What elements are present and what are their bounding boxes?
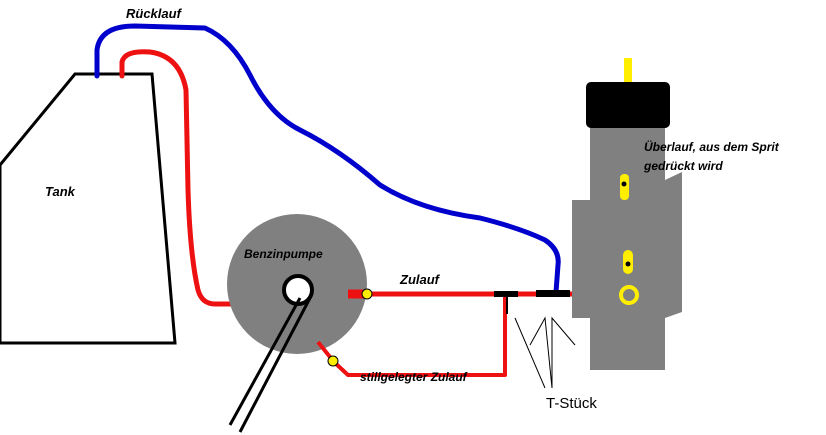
t-stueck-label: T-Stück [546,395,597,412]
ueberlauf-label-line1: Überlauf, aus dem Sprit [644,139,780,154]
disabled-feed-fitting [327,355,339,367]
t-stueck-pointer-left [514,317,546,389]
inlet-fitting [619,285,639,305]
pump-lever-1 [228,297,302,426]
stillgelegter-zulauf-label: stillgelegter Zulauf [360,370,468,384]
pump-outlet-fitting [361,288,373,300]
overflow-fitting-dot [621,181,627,187]
return-fitting-dot [625,261,631,267]
tank-outline [0,72,177,345]
zulauf-label: Zulauf [399,272,441,287]
t-stueck-pointer-right [551,316,576,388]
carburetor-cap [586,82,670,128]
benzinpumpe-label: Benzinpumpe [244,247,323,261]
return-line [94,23,561,295]
carburetor-top-stub [624,58,632,82]
overflow-fitting [620,174,629,200]
tank-label: Tank [45,184,76,199]
tank-to-pump-line [119,49,235,307]
t-stueck-pointer-mid [529,316,553,389]
disabled-feed-line [316,294,507,377]
ueberlauf-label-line2: gedrückt wird [643,159,723,173]
ruecklauf-label: Rücklauf [126,6,183,21]
t-piece-right [536,290,570,297]
pump-lever-2 [238,297,312,433]
carburetor-body [572,128,682,370]
